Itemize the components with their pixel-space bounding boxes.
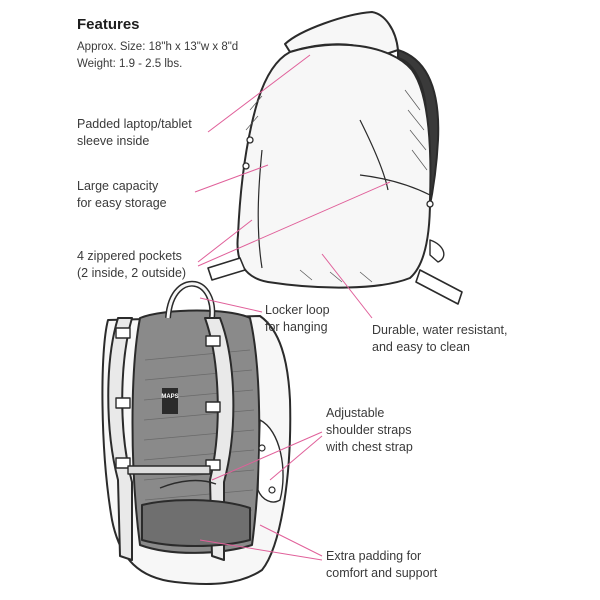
callout-durable: Durable, water resistant, and easy to cl… bbox=[372, 322, 507, 356]
callout-line: sleeve inside bbox=[77, 134, 150, 148]
back-backpack-drawing bbox=[101, 280, 292, 586]
callout-line: with chest strap bbox=[326, 440, 413, 454]
callout-line: and easy to clean bbox=[372, 340, 470, 354]
leader-line-locker-loop bbox=[199, 297, 263, 313]
leader-lines bbox=[194, 54, 391, 561]
callout-line: Extra padding for bbox=[326, 549, 422, 563]
features-title: Features bbox=[77, 16, 140, 33]
callout-line: Large capacity bbox=[77, 179, 159, 193]
callout-laptop-sleeve: Padded laptop/tablet sleeve inside bbox=[77, 116, 192, 150]
callout-line: for easy storage bbox=[77, 196, 167, 210]
callout-straps: Adjustable shoulder straps with chest st… bbox=[326, 405, 413, 456]
spec-weight: Weight: 1.9 - 2.5 lbs. bbox=[77, 58, 183, 70]
callout-line: shoulder straps bbox=[326, 423, 412, 437]
leader-line-capacity bbox=[194, 164, 269, 193]
leader-line-laptop-sleeve bbox=[207, 54, 311, 133]
callout-line: Adjustable bbox=[326, 406, 385, 420]
logo-tag bbox=[162, 388, 178, 414]
callout-line: comfort and support bbox=[326, 566, 438, 580]
leader-line-pockets-1 bbox=[197, 219, 253, 263]
leader-line-straps-2 bbox=[269, 435, 323, 481]
callout-pockets: 4 zippered pockets (2 inside, 2 outside) bbox=[77, 248, 186, 282]
callout-capacity: Large capacity for easy storage bbox=[77, 178, 167, 212]
callout-line: 4 zippered pockets bbox=[77, 249, 182, 263]
callout-line: for hanging bbox=[265, 320, 328, 334]
leader-line-padding-2 bbox=[199, 539, 323, 561]
callout-line: (2 inside, 2 outside) bbox=[77, 266, 187, 280]
callout-line: Padded laptop/tablet bbox=[77, 117, 192, 131]
logo-tag-text: MAPS bbox=[161, 394, 178, 400]
leader-line-durable bbox=[321, 253, 373, 319]
callout-line: Durable, water resistant, bbox=[372, 323, 508, 337]
leader-line-pockets-2 bbox=[197, 181, 391, 267]
callout-padding: Extra padding for comfort and support bbox=[326, 548, 437, 582]
callout-locker-loop: Locker loop for hanging bbox=[265, 302, 330, 336]
leader-line-straps-1 bbox=[211, 431, 323, 481]
spec-size: Approx. Size: 18"h x 13"w x 8"d bbox=[77, 41, 239, 53]
callout-line: Locker loop bbox=[265, 303, 330, 317]
leader-line-padding-1 bbox=[259, 524, 323, 557]
front-backpack-drawing bbox=[207, 11, 463, 305]
